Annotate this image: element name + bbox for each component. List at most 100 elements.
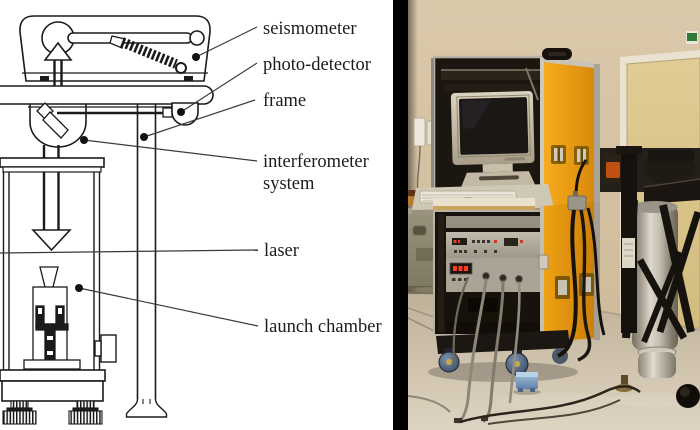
exit-sign-green — [687, 33, 697, 41]
blue-box-lid — [516, 372, 538, 377]
panel-right-extrusion — [594, 64, 600, 208]
equipment-cart — [428, 330, 578, 382]
detector-housing — [171, 102, 199, 126]
seismometer-foot-right — [184, 76, 193, 81]
led-digit — [464, 266, 468, 271]
lower-flight-case — [433, 198, 600, 342]
foot-base — [2, 410, 37, 425]
cable-black — [586, 207, 606, 336]
instrument-panel-2 — [446, 258, 542, 292]
column-label — [622, 238, 635, 268]
cable-black — [577, 209, 592, 362]
schematic-panel: seismometer photo-detector frame interfe… — [0, 15, 382, 425]
dark-caster-hub — [680, 387, 690, 397]
spring-coil — [120, 37, 178, 69]
junction-box — [567, 195, 587, 211]
column-notch — [47, 336, 53, 340]
case-latch — [551, 145, 566, 164]
dewar-pot — [638, 352, 676, 378]
launcher-column — [44, 323, 56, 363]
floor-cable — [408, 395, 451, 413]
case-latch — [579, 273, 594, 296]
box-shadow — [513, 389, 541, 395]
leveling-foot-right — [68, 400, 103, 425]
red-indicator — [520, 240, 523, 243]
button-row — [454, 240, 497, 253]
instrument-panel-1 — [446, 232, 542, 258]
beam-arrow-down — [31, 229, 72, 252]
monitor-bezel — [456, 94, 531, 158]
floor-gloss — [613, 393, 697, 407]
dot-interferometer — [80, 136, 88, 144]
cable-connector — [454, 418, 462, 423]
dot-seismometer — [192, 53, 200, 61]
case-stencil — [416, 248, 438, 261]
cable — [452, 276, 470, 364]
connector — [482, 272, 490, 280]
label-frame: frame — [263, 91, 306, 111]
photo-panel — [408, 0, 700, 430]
table-edge-highlight — [643, 178, 700, 188]
foot-base — [68, 410, 103, 425]
label-laser: laser — [264, 241, 299, 261]
panel-left-extrusion — [540, 206, 544, 342]
floor-cable — [487, 399, 621, 425]
chamber-walls — [2, 172, 101, 370]
launcher-baseplate — [23, 359, 81, 370]
rack-rail — [438, 214, 444, 332]
wall-vignette — [408, 0, 418, 320]
foot-screw — [76, 400, 95, 409]
caster-hub — [446, 359, 452, 365]
coil-window — [58, 308, 62, 314]
label-seismometer: seismometer — [263, 19, 357, 39]
led-digit — [453, 266, 457, 271]
dot-frame — [140, 133, 148, 141]
leader-seismometer — [195, 26, 258, 58]
dewar-top — [632, 201, 678, 213]
column-flange — [616, 146, 642, 154]
label-launch-chamber: launch chamber — [264, 317, 382, 337]
base-body — [1, 380, 104, 402]
photo-detector-drawing — [162, 102, 199, 126]
rack-top-lid — [446, 216, 542, 228]
display-digits — [453, 240, 457, 243]
leveling-foot-left — [2, 400, 37, 425]
orange-module — [606, 162, 620, 178]
detector-bracket — [162, 107, 173, 118]
interior-strut — [525, 67, 539, 101]
edge-latch — [538, 254, 549, 270]
red-indicator — [494, 240, 497, 243]
latch-bar — [557, 146, 560, 163]
chamber-side-port — [94, 334, 117, 363]
interferometer-drawing — [29, 102, 87, 148]
chamber-base — [0, 369, 106, 425]
schematic-drawing — [0, 15, 214, 425]
floor-foreground — [408, 372, 641, 425]
label-interferometer: interferometer — [263, 152, 369, 172]
lab-photo — [408, 0, 700, 430]
case-latch — [574, 146, 589, 165]
equipment-top — [648, 150, 694, 161]
handle-grip — [548, 52, 566, 56]
interior-shelf — [441, 70, 541, 80]
crt-monitor — [450, 91, 536, 187]
blue-box-foot — [518, 388, 523, 392]
tripod-brace — [641, 250, 683, 344]
port-neck — [94, 340, 102, 357]
latch-butterfly — [558, 280, 567, 295]
cart-shadow — [428, 362, 578, 382]
shelf-wood-edge — [433, 206, 535, 210]
schematic-labels: seismometer photo-detector frame interfe… — [263, 19, 382, 337]
cable-black — [557, 209, 578, 358]
support-table — [0, 157, 105, 173]
leader-interferometer — [83, 139, 258, 162]
cable — [508, 281, 521, 404]
latch-bar — [580, 147, 583, 164]
leader-launch-chamber — [78, 287, 259, 327]
foot-screw — [10, 400, 29, 409]
cart-frame — [436, 330, 570, 354]
case-latch — [555, 276, 570, 299]
label-paper — [622, 238, 635, 268]
leader-dots — [75, 53, 200, 292]
